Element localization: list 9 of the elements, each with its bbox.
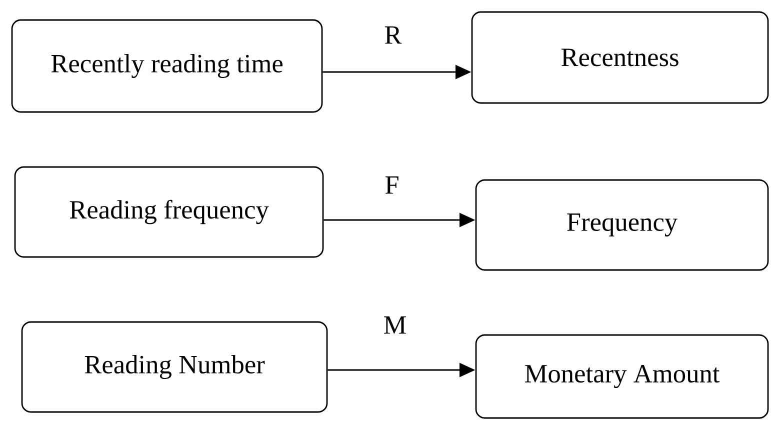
process-box: Recentness: [471, 11, 769, 104]
process-box: Recently reading time: [11, 19, 323, 113]
process-box: Reading Number: [21, 321, 328, 413]
edge-label: F: [385, 176, 398, 194]
edge-label: R: [385, 26, 402, 44]
process-box: Monetary Amount: [475, 334, 769, 419]
process-box: Reading frequency: [14, 166, 324, 258]
edge-label: M: [384, 316, 406, 334]
process-box: Frequency: [475, 179, 769, 271]
